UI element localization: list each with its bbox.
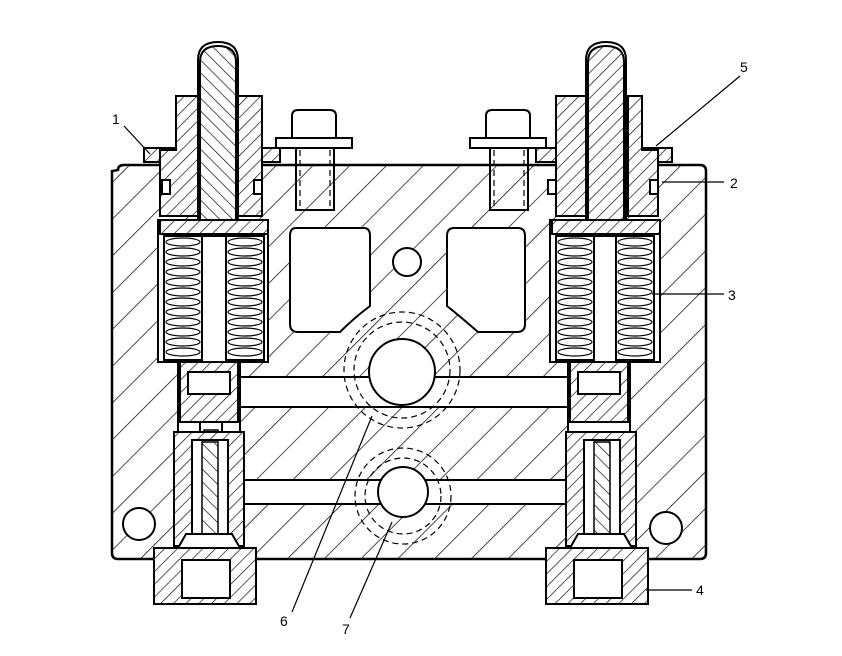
spring-coil — [617, 327, 653, 337]
ball-seat-outlines — [343, 311, 461, 545]
spring-coil — [617, 287, 653, 297]
spring-coil — [165, 287, 201, 297]
spring-coil — [557, 267, 593, 277]
spring-coil — [557, 327, 593, 337]
spring-coil — [165, 267, 201, 277]
spring-coil — [557, 337, 593, 347]
spring-coil — [165, 317, 201, 327]
callout-6: 6 — [280, 613, 288, 629]
spring-coil — [557, 287, 593, 297]
left-valve-assembly — [143, 40, 281, 605]
spring-coil — [617, 237, 653, 247]
left-cap-screw — [275, 109, 353, 211]
spring-coil — [165, 237, 201, 247]
spring-coil — [227, 327, 263, 337]
spring-coil — [617, 337, 653, 347]
spring-coil — [617, 347, 653, 357]
spring-coil — [227, 347, 263, 357]
spring-coil — [557, 277, 593, 287]
left-springs — [163, 235, 265, 361]
callout-3: 3 — [728, 287, 736, 303]
spring-coil — [165, 257, 201, 267]
spring-coil — [165, 277, 201, 287]
spring-coil — [165, 297, 201, 307]
spring-coil — [165, 307, 201, 317]
spring-coil — [227, 237, 263, 247]
spring-coil — [227, 267, 263, 277]
spring-coil — [557, 347, 593, 357]
spring-coil — [227, 247, 263, 257]
leader-lines — [123, 75, 741, 619]
spring-coil — [617, 257, 653, 267]
spring-coil — [557, 307, 593, 317]
spring-coil — [557, 237, 593, 247]
spring-coil — [227, 287, 263, 297]
right-cap-screw — [469, 109, 547, 211]
spring-coil — [557, 257, 593, 267]
spring-coil — [165, 247, 201, 257]
spring-coil — [617, 267, 653, 277]
spring-coil — [617, 297, 653, 307]
spring-coil — [227, 257, 263, 267]
spring-coil — [227, 307, 263, 317]
spring-coil — [617, 277, 653, 287]
spring-coil — [227, 297, 263, 307]
spring-coil — [165, 327, 201, 337]
callout-labels: 1 2 3 4 5 6 7 — [112, 59, 748, 637]
spring-coil — [227, 317, 263, 327]
right-valve-assembly — [535, 40, 673, 605]
callout-1: 1 — [112, 111, 120, 127]
spring-coils — [165, 237, 653, 357]
callout-2: 2 — [730, 175, 738, 191]
spring-coil — [165, 337, 201, 347]
spring-coil — [557, 297, 593, 307]
callout-4: 4 — [696, 582, 704, 598]
spring-coil — [617, 307, 653, 317]
spring-coil — [617, 247, 653, 257]
spring-coil — [227, 337, 263, 347]
callout-5: 5 — [740, 59, 748, 75]
spring-coil — [617, 317, 653, 327]
right-springs — [555, 235, 655, 361]
spring-coil — [165, 347, 201, 357]
callout-7: 7 — [342, 621, 350, 637]
spring-coil — [227, 277, 263, 287]
spring-coil — [557, 247, 593, 257]
spring-coil — [557, 317, 593, 327]
